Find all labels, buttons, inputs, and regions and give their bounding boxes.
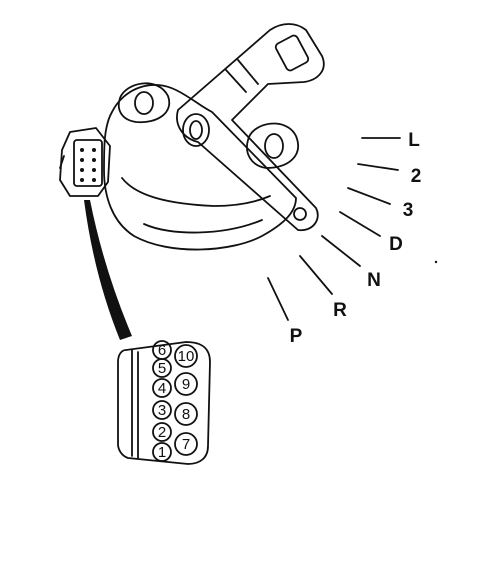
gear-label-n: N — [367, 270, 381, 291]
pin-label-3: 3 — [158, 402, 166, 419]
pin-label-8: 8 — [182, 406, 190, 423]
gear-label-p: P — [290, 326, 303, 347]
switch-body — [103, 84, 297, 251]
mounting-boss-right — [246, 122, 299, 169]
pin-label-6: 6 — [158, 342, 166, 359]
leader-line-d — [339, 211, 381, 237]
leader-line-2 — [357, 163, 399, 171]
gear-label-3: 3 — [403, 200, 414, 221]
leader-line-r — [299, 255, 333, 295]
gear-label-l: L — [408, 130, 420, 151]
gear-label-2: 2 — [411, 166, 422, 187]
housing-connector — [59, 127, 111, 197]
selector-lever — [176, 23, 325, 232]
gear-label-r: R — [333, 300, 347, 321]
pin-label-7: 7 — [182, 436, 190, 453]
gear-label-d: D — [389, 234, 403, 255]
gear-labels: L 2 3 D N R P — [290, 130, 422, 347]
pin-label-2: 2 — [158, 424, 166, 441]
leader-line-3 — [347, 187, 391, 205]
leader-line-n — [321, 235, 361, 267]
gear-leader-lines — [267, 137, 401, 321]
connector-pinout: 6 5 4 3 2 1 10 9 8 7 — [117, 340, 211, 465]
pin-label-1: 1 — [158, 444, 166, 461]
pin-label-4: 4 — [158, 380, 166, 397]
stray-dot — [434, 260, 438, 264]
leader-line-p — [267, 277, 289, 321]
pin-label-10: 10 — [178, 348, 195, 365]
pin-label-9: 9 — [182, 376, 190, 393]
pin-label-5: 5 — [158, 360, 166, 377]
callout-pointer — [84, 200, 132, 340]
mounting-boss-left — [117, 82, 171, 124]
